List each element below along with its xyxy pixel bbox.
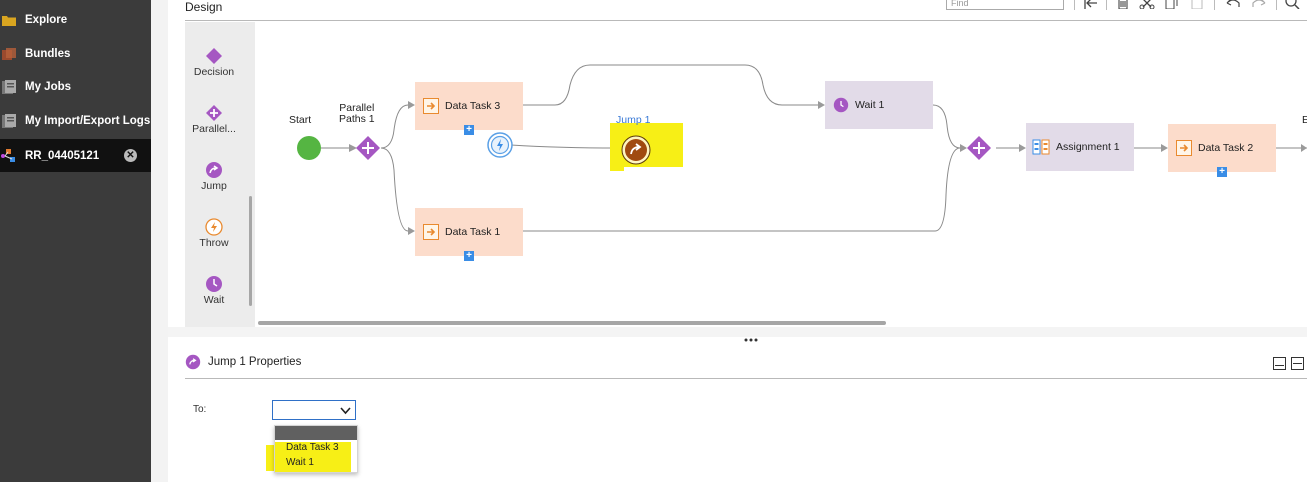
options-highlight-inner: [275, 442, 351, 472]
palette-scrollbar[interactable]: [249, 196, 252, 306]
bundle-icon: [2, 48, 16, 60]
logs-icon: [2, 114, 16, 128]
jump-1-node[interactable]: [620, 134, 652, 166]
jobs-icon: [2, 80, 16, 94]
expand-plus-icon[interactable]: +: [464, 251, 474, 261]
start-node[interactable]: [296, 135, 322, 161]
taskflow-icon: [1, 149, 15, 162]
divider: [185, 20, 1307, 21]
sidebar-item-bundles[interactable]: Bundles: [0, 38, 151, 70]
undo-icon[interactable]: [1225, 0, 1241, 9]
palette-item-wait[interactable]: Wait: [185, 274, 243, 306]
task-label: Data Task 1: [445, 226, 501, 238]
divider: [185, 378, 1307, 379]
zoom-icon[interactable]: [1285, 0, 1301, 9]
sidebar-gutter: [151, 0, 168, 482]
sidebar-item-label: Bundles: [25, 48, 71, 60]
delete-icon[interactable]: [1117, 0, 1129, 9]
layout-single-icon[interactable]: [1273, 357, 1286, 370]
sidebar-item-label: My Import/Export Logs: [25, 115, 151, 127]
wait-icon: [833, 97, 849, 113]
jump-icon: [185, 354, 201, 370]
assignment-1-node[interactable]: Assignment 1: [1026, 123, 1134, 171]
redo-icon[interactable]: [1251, 0, 1267, 9]
data-task-icon: [423, 98, 439, 114]
sidebar-item-my-jobs[interactable]: My Jobs: [0, 71, 151, 103]
step-palette: Decision Parallel... Jump Throw Wait: [185, 22, 255, 327]
properties-title: Jump 1 Properties: [208, 356, 302, 368]
end-label-partial: E: [1302, 114, 1307, 126]
canvas-horizontal-scrollbar[interactable]: [258, 321, 886, 325]
data-task-1-node[interactable]: Data Task 1: [415, 208, 523, 256]
parallel-paths-label: Parallel Paths 1: [339, 103, 375, 125]
parallel-paths-node[interactable]: [355, 135, 381, 161]
splitter-bar[interactable]: [168, 327, 1307, 337]
jump-1-label: Jump 1: [616, 114, 651, 126]
palette-item-label: Parallel...: [192, 123, 236, 135]
data-task-2-node[interactable]: Data Task 2: [1168, 124, 1276, 172]
task-label: Wait 1: [855, 99, 885, 111]
expand-plus-icon[interactable]: +: [1217, 167, 1227, 177]
copy-icon[interactable]: [1165, 0, 1179, 9]
dropdown-option-wait-1[interactable]: Wait 1: [286, 457, 314, 468]
folder-icon: [2, 16, 16, 26]
data-task-3-node[interactable]: Data Task 3: [415, 82, 523, 130]
toolbar-separator: [1106, 0, 1107, 10]
collapse-left-icon[interactable]: [1083, 0, 1099, 9]
find-input[interactable]: Find: [946, 0, 1064, 10]
sidebar-item-import-export-logs[interactable]: My Import/Export Logs: [0, 105, 151, 137]
palette-item-label: Wait: [203, 294, 225, 306]
palette-item-decision[interactable]: Decision: [185, 46, 243, 78]
jump-highlight-edge: [610, 123, 624, 171]
task-label: Data Task 3: [445, 100, 501, 112]
boundary-event-icon[interactable]: [486, 131, 514, 159]
parallel-paths-icon: [206, 105, 222, 121]
data-task-icon: [423, 224, 439, 240]
sidebar-item-label: My Jobs: [25, 81, 72, 93]
assignment-icon: [1032, 139, 1050, 155]
to-select[interactable]: [272, 400, 356, 420]
toolbar-separator: [1214, 0, 1215, 10]
design-canvas[interactable]: [255, 22, 1307, 327]
wait-1-node[interactable]: Wait 1: [825, 81, 933, 129]
wait-icon: [206, 276, 222, 292]
paste-icon[interactable]: [1191, 0, 1203, 9]
parallel-label-line1: Parallel: [339, 102, 375, 114]
start-label: Start: [289, 114, 312, 126]
to-dropdown-list: Data Task 3 Wait 1: [274, 425, 358, 473]
sidebar-item-label: RR_04405121: [25, 149, 100, 162]
sidebar: Explore Bundles My Jobs My Import/Export…: [0, 0, 151, 482]
palette-item-throw[interactable]: Throw: [185, 217, 243, 249]
dropdown-option-data-task-3[interactable]: Data Task 3: [286, 442, 339, 453]
splitter-handle-icon[interactable]: [744, 337, 758, 343]
layout-split-icon[interactable]: [1291, 357, 1304, 370]
data-task-icon: [1176, 140, 1192, 156]
task-label: Assignment 1: [1056, 141, 1120, 153]
parallel-label-line2: Paths 1: [339, 113, 375, 125]
throw-icon: [205, 218, 223, 236]
parallel-merge-node[interactable]: [966, 135, 992, 161]
properties-header: Jump 1 Properties: [185, 352, 301, 372]
dropdown-option-empty[interactable]: [275, 426, 357, 440]
toolbar-separator: [1276, 0, 1277, 10]
design-title: Design: [185, 0, 223, 14]
palette-item-parallel[interactable]: Parallel...: [185, 103, 243, 135]
task-label: Data Task 2: [1198, 142, 1254, 154]
sidebar-item-rr-04405121[interactable]: RR_04405121 ✕: [0, 139, 151, 172]
expand-plus-icon[interactable]: +: [464, 125, 474, 135]
close-tab-icon[interactable]: ✕: [124, 149, 137, 162]
palette-item-label: Decision: [193, 66, 235, 78]
palette-item-label: Throw: [199, 237, 229, 249]
toolbar-separator: [1074, 0, 1075, 10]
chevron-down-icon: [340, 407, 351, 415]
sidebar-item-explore[interactable]: Explore: [0, 4, 151, 36]
jump-icon: [206, 162, 222, 178]
decision-icon: [206, 48, 222, 64]
to-label: To:: [193, 404, 207, 415]
cut-icon[interactable]: [1139, 0, 1155, 9]
palette-item-jump[interactable]: Jump: [185, 160, 243, 192]
palette-item-label: Jump: [201, 180, 227, 192]
sidebar-item-label: Explore: [25, 14, 68, 26]
